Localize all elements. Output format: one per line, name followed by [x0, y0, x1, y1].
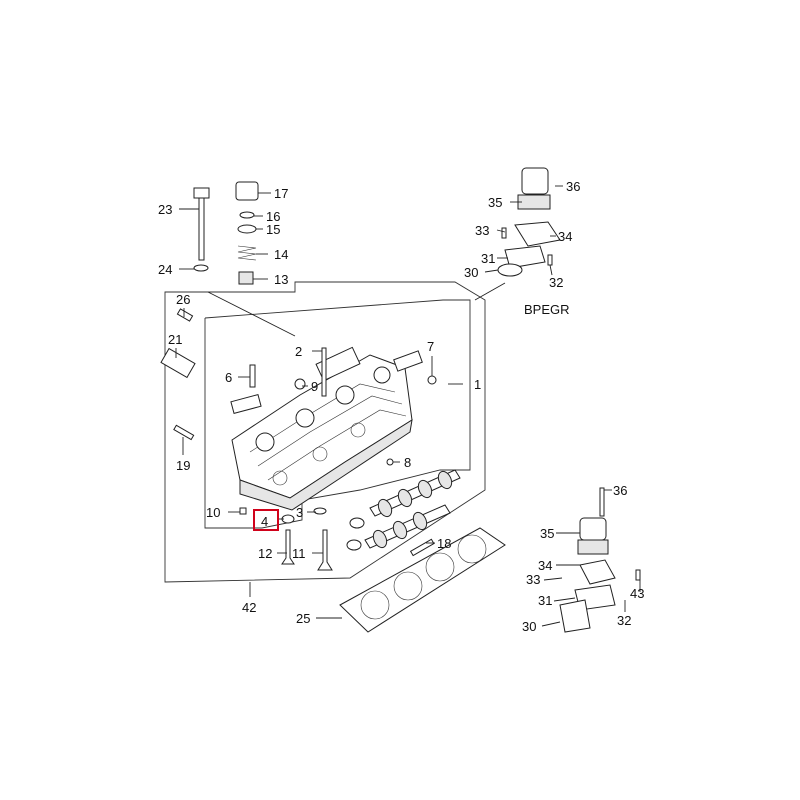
- callout-25[interactable]: 25: [296, 611, 310, 626]
- callout-egr-top-36[interactable]: 36: [566, 179, 580, 194]
- callout-13[interactable]: 13: [274, 272, 288, 287]
- plug-9: [294, 378, 306, 390]
- valve-stem-seal: [238, 271, 254, 285]
- callout-21[interactable]: 21: [168, 332, 182, 347]
- dowel-pin: [321, 347, 327, 397]
- callout-egr-top-33[interactable]: 33: [475, 223, 489, 238]
- sensor-plug: [176, 308, 194, 322]
- temp-sensor: [160, 347, 196, 379]
- callout-16[interactable]: 16: [266, 209, 280, 224]
- frame-connector: [207, 291, 296, 337]
- callout-egr-top-30[interactable]: 30: [464, 265, 478, 280]
- plug-10: [239, 507, 247, 515]
- callout-2[interactable]: 2: [295, 344, 302, 359]
- egr-connector-line: [474, 282, 506, 301]
- head-subassembly-frame: [204, 299, 471, 529]
- leader-lines: [175, 185, 641, 627]
- callout-egr-bottom-32[interactable]: 32: [617, 613, 631, 628]
- callout-egr-bottom-43[interactable]: 43: [630, 586, 644, 601]
- camshaft-upper: [369, 469, 461, 518]
- egr-assembly-top: [497, 167, 561, 277]
- bolt-6: [249, 364, 256, 388]
- callout-egr-bottom-30[interactable]: 30: [522, 619, 536, 634]
- callout-egr-bottom-31[interactable]: 31: [538, 593, 552, 608]
- callout-3[interactable]: 3: [296, 505, 303, 520]
- callout-9[interactable]: 9: [311, 379, 318, 394]
- camshaft-lower: [364, 504, 451, 549]
- cam-seal-lower: [346, 539, 362, 551]
- plug-8: [386, 458, 394, 466]
- head-bolt-cap: [193, 187, 210, 199]
- stud-18: [409, 538, 435, 557]
- callout-7[interactable]: 7: [427, 339, 434, 354]
- plug-7: [427, 375, 437, 385]
- callout-10[interactable]: 10: [206, 505, 220, 520]
- callout-8[interactable]: 8: [404, 455, 411, 470]
- callout-18[interactable]: 18: [437, 536, 451, 551]
- egr-assembly-bottom: [559, 487, 641, 633]
- callout-15[interactable]: 15: [266, 222, 280, 237]
- outer-assembly-frame: [164, 281, 486, 583]
- valve-lifter: [235, 181, 259, 201]
- valve-intake: [317, 529, 333, 571]
- callout-12[interactable]: 12: [258, 546, 272, 561]
- callout-14[interactable]: 14: [274, 247, 288, 262]
- callout-egr-top-32[interactable]: 32: [549, 275, 563, 290]
- head-gasket: [339, 527, 506, 633]
- cam-seal-upper: [349, 517, 365, 529]
- head-bolt: [198, 194, 205, 261]
- callout-11[interactable]: 11: [292, 546, 306, 561]
- callout-egr-bottom-36[interactable]: 36: [613, 483, 627, 498]
- callout-egr-bottom-35[interactable]: 35: [540, 526, 554, 541]
- callout-6[interactable]: 6: [225, 370, 232, 385]
- callout-egr-top-34[interactable]: 34: [558, 229, 572, 244]
- valve-keeper: [239, 211, 255, 219]
- callout-labels: 1 2 3 4 6 7 8 9 10 11 12 13 14 15 16 17 …: [158, 179, 644, 634]
- callout-egr-bottom-34[interactable]: 34: [538, 558, 552, 573]
- valve-exhaust: [281, 529, 295, 565]
- section-label-bpegr: BPEGR: [524, 302, 570, 317]
- callout-egr-bottom-33[interactable]: 33: [526, 572, 540, 587]
- callout-egr-top-31[interactable]: 31: [481, 251, 495, 266]
- cylinder-head: [230, 346, 423, 511]
- valve-guide: [313, 507, 327, 515]
- callout-24[interactable]: 24: [158, 262, 172, 277]
- callout-1[interactable]: 1: [474, 377, 481, 392]
- callout-23[interactable]: 23: [158, 202, 172, 217]
- bolt-washer: [193, 264, 209, 272]
- callout-egr-top-35[interactable]: 35: [488, 195, 502, 210]
- stud: [173, 424, 195, 441]
- callout-42[interactable]: 42: [242, 600, 256, 615]
- callout-17[interactable]: 17: [274, 186, 288, 201]
- callout-19[interactable]: 19: [176, 458, 190, 473]
- spring-retainer: [237, 224, 257, 234]
- highlight-box[interactable]: [253, 509, 279, 531]
- callout-26[interactable]: 26: [176, 292, 190, 307]
- valve-spring: [237, 245, 257, 261]
- callout-4[interactable]: 4: [261, 514, 268, 529]
